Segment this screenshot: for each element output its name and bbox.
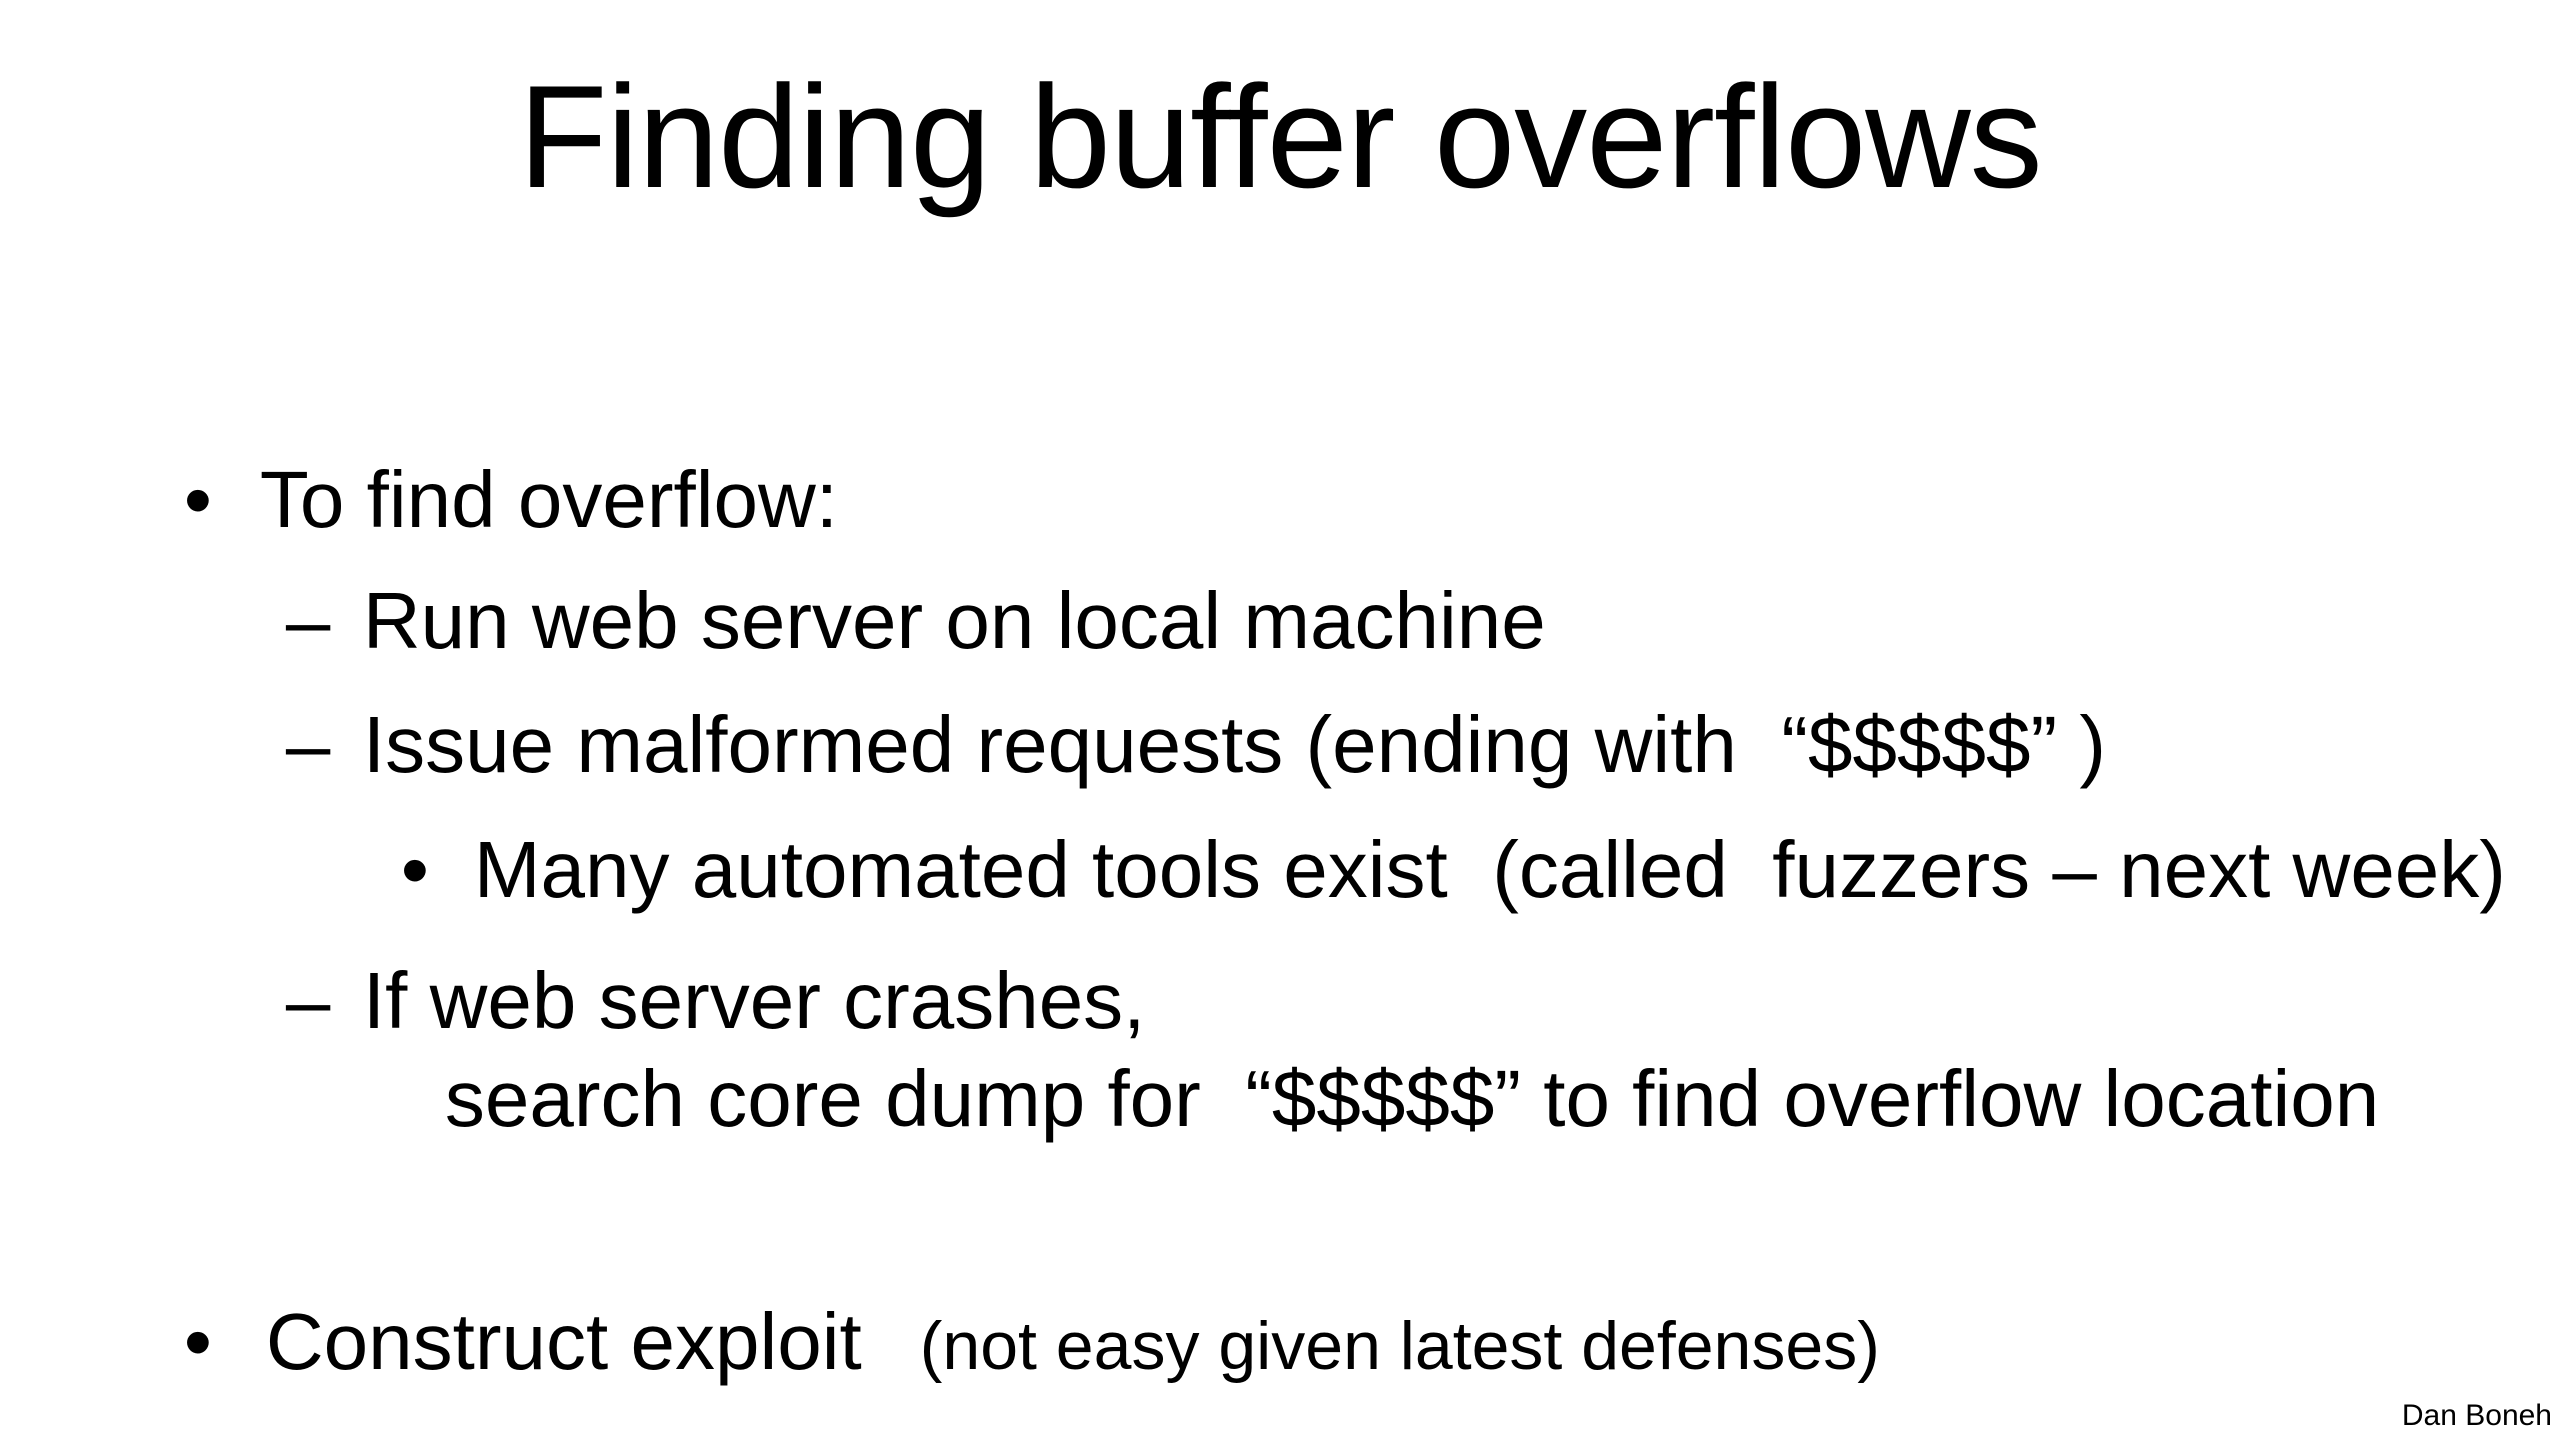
bullet-text: Many automated tools exist (called fuzze… bbox=[473, 825, 2506, 914]
bullet-text: If web server crashes, bbox=[362, 956, 1146, 1045]
slide-title: Finding buffer overflows bbox=[518, 55, 2042, 218]
bullet-text: To find overflow: bbox=[259, 455, 838, 544]
bullet-note-text: (not easy given latest defenses) bbox=[919, 1308, 1880, 1384]
dash-icon: – bbox=[285, 956, 331, 1045]
bullet-text: Run web server on local machine bbox=[362, 576, 1546, 665]
bullet-line-issue-malformed-requests: –Issue malformed requests (ending with “… bbox=[197, 601, 2106, 889]
bullet-line-if-web-server-crashes: –If web server crashes, bbox=[197, 857, 1146, 1145]
bullet-line-construct-exploit: • Construct exploit (not easy given latest… bbox=[95, 1198, 1880, 1440]
bullet-line-many-automated-tools: • Many automated tools exist (called fuzz… bbox=[312, 726, 2506, 1014]
footer-author: Dan Boneh bbox=[2401, 1399, 2552, 1432]
bullet-icon: • bbox=[183, 455, 212, 544]
bullet-line-run-web-server: –Run web server on local machine bbox=[197, 477, 1546, 765]
bullet-text: Construct exploit bbox=[265, 1297, 862, 1386]
bullet-line-search-core-dump: search core dump for “$$$$$” to find ove… bbox=[356, 955, 2379, 1243]
dash-icon: – bbox=[285, 700, 331, 789]
bullet-icon: • bbox=[183, 1297, 212, 1386]
bullet-icon: • bbox=[400, 825, 429, 914]
bullet-line-to-find-overflow: • To find overflow: bbox=[95, 356, 838, 644]
bullet-text: search core dump for “$$$$$” to find ove… bbox=[444, 1054, 2380, 1143]
bullet-text: Issue malformed requests (ending with “$… bbox=[362, 700, 2106, 789]
dash-icon: – bbox=[285, 576, 331, 665]
